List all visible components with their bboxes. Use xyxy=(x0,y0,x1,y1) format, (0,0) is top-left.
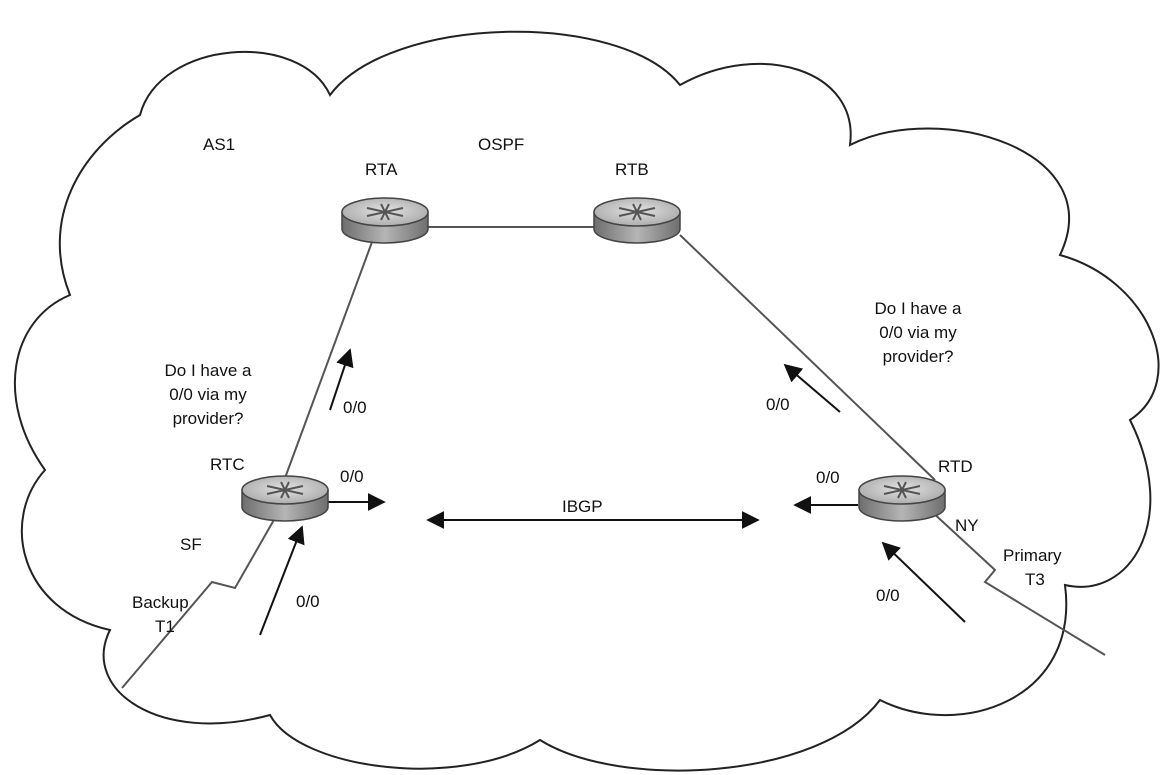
rta-label: RTA xyxy=(365,160,398,179)
question-right-line3: provider? xyxy=(883,347,954,366)
arrow-into-rtc xyxy=(259,525,305,636)
router-rtb xyxy=(593,197,681,244)
ny-label: NY xyxy=(955,516,979,535)
primary-t3-link xyxy=(929,509,1106,656)
router-arrows-icon xyxy=(883,481,921,499)
router-rtd xyxy=(858,475,946,522)
router-arrows-icon xyxy=(366,203,404,221)
as-label: AS1 xyxy=(203,135,235,154)
router-arrows-icon xyxy=(266,481,304,499)
as-cloud-boundary xyxy=(14,30,1160,772)
t1-label: T1 xyxy=(155,617,175,636)
arrow-rtc-up xyxy=(329,348,354,411)
question-left-line2: 0/0 via my xyxy=(169,385,247,404)
ospf-label: OSPF xyxy=(478,135,524,154)
route-label-rtc-up: 0/0 xyxy=(343,398,367,417)
question-right-line2: 0/0 via my xyxy=(879,323,957,342)
backup-label: Backup xyxy=(132,593,189,612)
question-right-line1: Do I have a xyxy=(875,299,962,318)
ibgp-label: IBGP xyxy=(562,497,603,516)
router-rta xyxy=(341,197,429,244)
route-label-into-rtd: 0/0 xyxy=(876,586,900,605)
route-label-rtd-up: 0/0 xyxy=(766,395,790,414)
route-label-rtc-right: 0/0 xyxy=(340,467,364,486)
rtd-label: RTD xyxy=(938,457,973,476)
arrow-into-rtd xyxy=(881,541,966,623)
router-rtc xyxy=(241,475,329,522)
question-left-line3: provider? xyxy=(173,409,244,428)
t3-label: T3 xyxy=(1025,570,1045,589)
arrow-rtd-up xyxy=(783,363,841,413)
link-rta-rtc xyxy=(284,241,373,479)
question-left-line1: Do I have a xyxy=(165,361,252,380)
router-arrows-icon xyxy=(618,203,656,221)
route-label-into-rtc: 0/0 xyxy=(296,592,320,611)
primary-label: Primary xyxy=(1003,546,1062,565)
rtb-label: RTB xyxy=(615,160,649,179)
sf-label: SF xyxy=(180,535,202,554)
backup-t1-link xyxy=(121,517,276,689)
link-rtb-rtd xyxy=(679,234,936,481)
route-label-rtd-left: 0/0 xyxy=(816,468,840,487)
rtc-label: RTC xyxy=(210,455,245,474)
